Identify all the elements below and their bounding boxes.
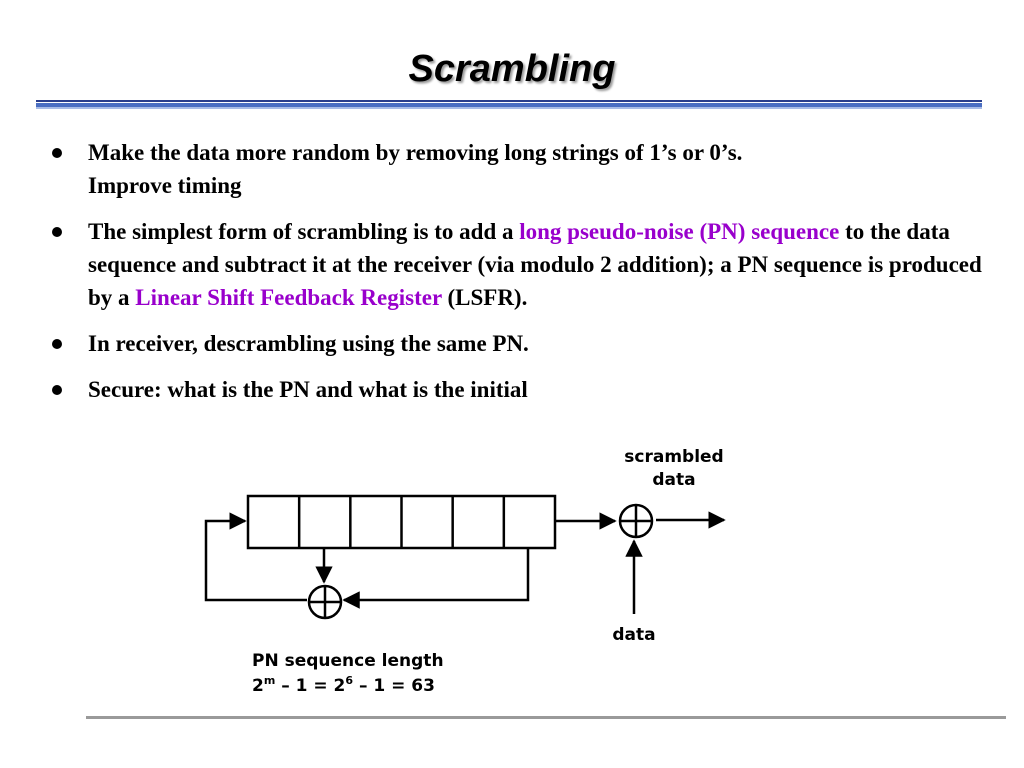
output-xor-icon: [618, 503, 654, 539]
bullet-list: Make the data more random by removing lo…: [48, 136, 988, 419]
feedback-line: [204, 512, 307, 602]
slide-title: Scrambling: [408, 48, 616, 90]
bullet-text: to the data sequence and subtract it at …: [88, 219, 982, 310]
shift-register: [246, 494, 557, 550]
scrambled-data-label-line1: scrambled: [624, 447, 723, 467]
pn-length-formula: 2m – 1 = 26 – 1 = 63: [252, 674, 435, 696]
bullet-item: Make the data more random by removing lo…: [48, 136, 988, 202]
bullet-text: In receiver, descrambling using the same…: [88, 331, 529, 356]
tap-line-last-cell: [342, 548, 530, 609]
footer-divider: [86, 716, 1006, 719]
scrambled-data-label-line2: data: [652, 470, 695, 490]
bullet-dot-icon: [52, 385, 62, 395]
bullet-dot-icon: [52, 227, 62, 237]
bullet-item: Secure: what is the PN and what is the i…: [48, 373, 988, 406]
bullet-text: (LSFR).: [441, 285, 528, 310]
bullet-text: Improve timing: [88, 173, 242, 198]
highlighted-term: Linear Shift Feedback Register: [135, 285, 442, 310]
data-input-label: data: [612, 625, 655, 645]
bullet-text: The simplest form of scrambling is to ad…: [88, 219, 520, 244]
bullet-text: Secure: what is the PN and what is the i…: [88, 377, 528, 402]
bullet-text: Make the data more random by removing lo…: [88, 140, 743, 165]
register-cells: [297, 496, 506, 548]
bullet-dot-icon: [52, 339, 62, 349]
bullet-item: The simplest form of scrambling is to ad…: [48, 215, 988, 314]
pn-length-label-line1: PN sequence length: [252, 651, 444, 671]
highlighted-term: long pseudo-noise (PN) sequence: [519, 219, 840, 244]
bullet-item: In receiver, descrambling using the same…: [48, 327, 988, 360]
bullet-dot-icon: [52, 148, 62, 158]
feedback-xor-icon: [307, 584, 343, 620]
title-divider: [36, 100, 982, 109]
